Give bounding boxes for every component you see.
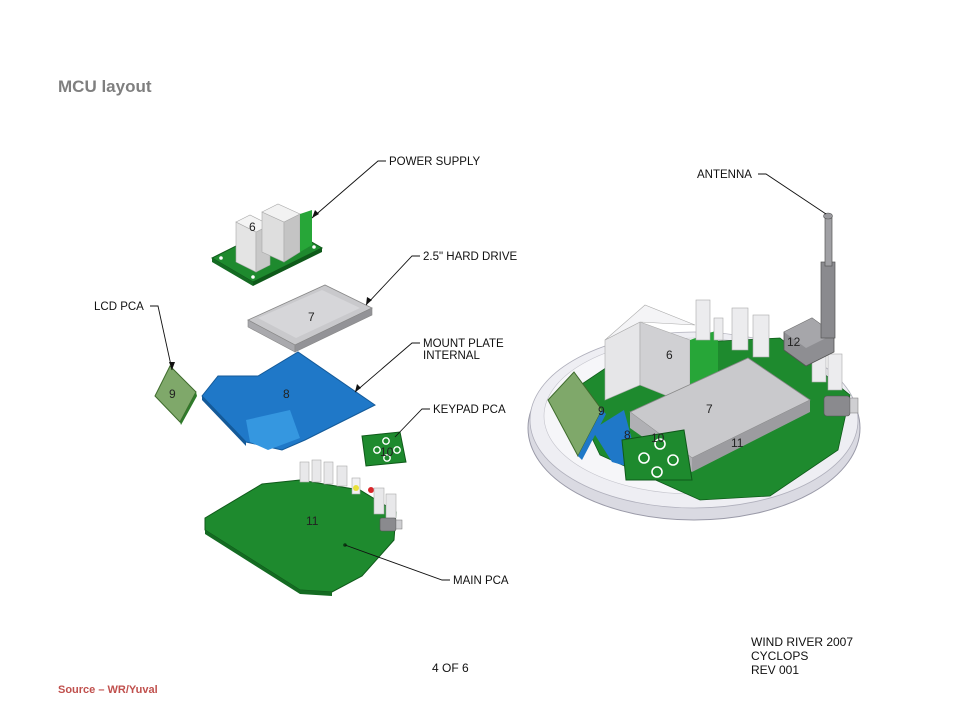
power-supply-part [210, 203, 324, 286]
lcd-pca-number: 9 [169, 387, 176, 401]
hard-drive-label: 2.5" HARD DRIVE [423, 251, 518, 263]
title-block-line1: WIND RIVER 2007 [751, 635, 853, 649]
hard-drive-part [247, 284, 373, 353]
hard-drive-number: 7 [308, 310, 315, 324]
assembled-mount-plate-number: 8 [624, 428, 631, 442]
assembled-unit [527, 212, 861, 521]
mount-plate-label-line1: MOUNT PLATE [423, 338, 504, 350]
lcd-pca-part [154, 365, 197, 425]
assembled-power-supply-number: 6 [666, 348, 673, 362]
antenna-label: ANTENNA [697, 169, 752, 181]
main-pca-number: 11 [306, 514, 319, 528]
assembled-main-pca-number: 11 [731, 436, 744, 450]
assembled-keypad-pca-number: 10 [651, 431, 665, 445]
callout-arrowheads [169, 210, 372, 392]
slide-title: MCU layout [58, 77, 152, 96]
assembled-antenna-connector-number: 12 [787, 335, 801, 349]
page-number: 4 OF 6 [432, 661, 469, 675]
callout-leaders [150, 160, 450, 581]
main-pca-label: MAIN PCA [453, 575, 509, 587]
mount-plate-label-line2: INTERNAL [423, 350, 480, 362]
keypad-pca-part [361, 431, 407, 467]
antenna-leader [758, 173, 827, 215]
assembled-hard-drive-number: 7 [706, 402, 713, 416]
keypad-pca-number: 10 [380, 445, 394, 459]
main-pca-part [204, 459, 403, 596]
power-supply-number: 6 [249, 220, 256, 234]
keypad-pca-label: KEYPAD PCA [433, 404, 506, 416]
mount-plate-number: 8 [283, 387, 290, 401]
power-supply-label: POWER SUPPLY [389, 156, 480, 168]
mount-plate-part [201, 351, 376, 451]
title-block-line2: CYCLOPS [751, 649, 808, 663]
assembled-lcd-pca-number: 9 [598, 404, 605, 418]
lcd-pca-label: LCD PCA [94, 301, 144, 313]
source-note: Source – WR/Yuval [58, 684, 158, 696]
title-block-line3: REV 001 [751, 663, 799, 677]
